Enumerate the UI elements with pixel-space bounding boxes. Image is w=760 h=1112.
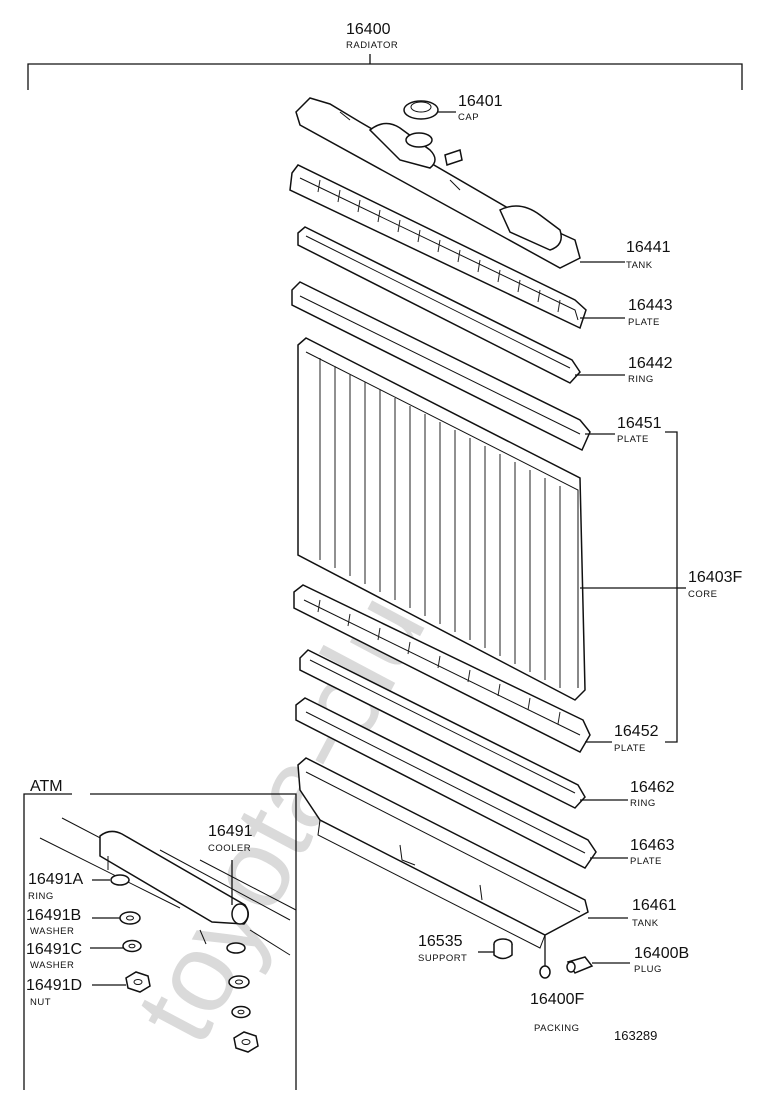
inset-leader-lines [90,860,233,986]
radiator-cap [403,100,456,148]
core-upper-plate-part-number: 16451 [617,415,662,432]
lower-tank-part-name: TANK [632,918,659,929]
cooler-washer-flat [122,939,142,953]
cooler-washer1-part-name: WASHER [30,926,74,937]
lower-plate-part-number: 16463 [630,837,675,854]
cooler-ring-part-number: 16491A [28,871,83,888]
lower-tank-part-number: 16461 [632,897,677,914]
core-part-number: 16403F [688,569,742,586]
packing-part-name: PACKING [534,1023,580,1034]
core-lower-plate [293,584,591,753]
upper-tank [295,97,581,269]
cooler-nut-part-name: NUT [30,997,51,1008]
upper-tank-part-number: 16441 [626,239,671,256]
core-upper-plate [291,281,591,452]
upper-ring-part-number: 16442 [628,355,673,372]
core-bracket [665,431,686,743]
plug-part-name: PLUG [634,964,662,975]
upper-ring-part-name: RING [628,374,654,385]
support-bushing [493,938,513,960]
cooler-nut [125,971,151,993]
lower-tank [297,757,589,949]
radiator-part-name: RADIATOR [346,40,398,51]
lower-ring-part-name: RING [630,798,656,809]
radiator-part-number: 16400 [346,21,391,38]
cooler-part-number: 16491 [208,823,253,840]
labels: 16400 RADIATOR 16401 CAP 16441 TANK 1644… [26,21,742,1043]
cooler-washer2-part-number: 16491C [26,941,82,958]
plug-part-number: 16400B [634,945,689,962]
cooler-washer2-part-name: WASHER [30,960,74,971]
upper-plate-part-name: PLATE [628,317,660,328]
cooler-hardware-stack [228,975,259,1053]
support-part-number: 16535 [418,933,463,950]
packing-part-number: 16400F [530,991,584,1008]
lower-ring-part-number: 16462 [630,779,675,796]
core-part-name: CORE [688,589,717,600]
lower-ring [299,649,586,809]
leader-lines [478,261,677,964]
packing-ring [539,935,551,979]
upper-tank-part-name: TANK [626,260,653,271]
cooler-washer1-part-number: 16491B [26,907,81,924]
support-part-name: SUPPORT [418,953,467,964]
upper-plate [289,164,587,330]
core-lower-plate-part-number: 16452 [614,723,659,740]
lower-plate [295,697,597,869]
atm-inset [23,793,297,1090]
lower-plate-part-name: PLATE [630,856,662,867]
cooler-washer-ring [119,911,141,925]
atm-inset-label: ATM [30,778,63,795]
radiator-bracket [27,54,743,90]
radiator-core [297,337,586,701]
upper-plate-part-number: 16443 [628,297,673,314]
diagram-reference-number: 163289 [614,1028,657,1043]
cap-part-name: CAP [458,112,479,123]
drain-plug [566,956,594,974]
cooler-part-name: COOLER [208,843,251,854]
cooler-body [39,817,297,956]
cooler-nut-part-number: 16491D [26,977,82,994]
cap-part-number: 16401 [458,93,503,110]
cooler-ring-part-name: RING [28,891,54,902]
core-lower-plate-part-name: PLATE [614,743,646,754]
core-upper-plate-part-name: PLATE [617,434,649,445]
upper-ring [297,226,581,384]
